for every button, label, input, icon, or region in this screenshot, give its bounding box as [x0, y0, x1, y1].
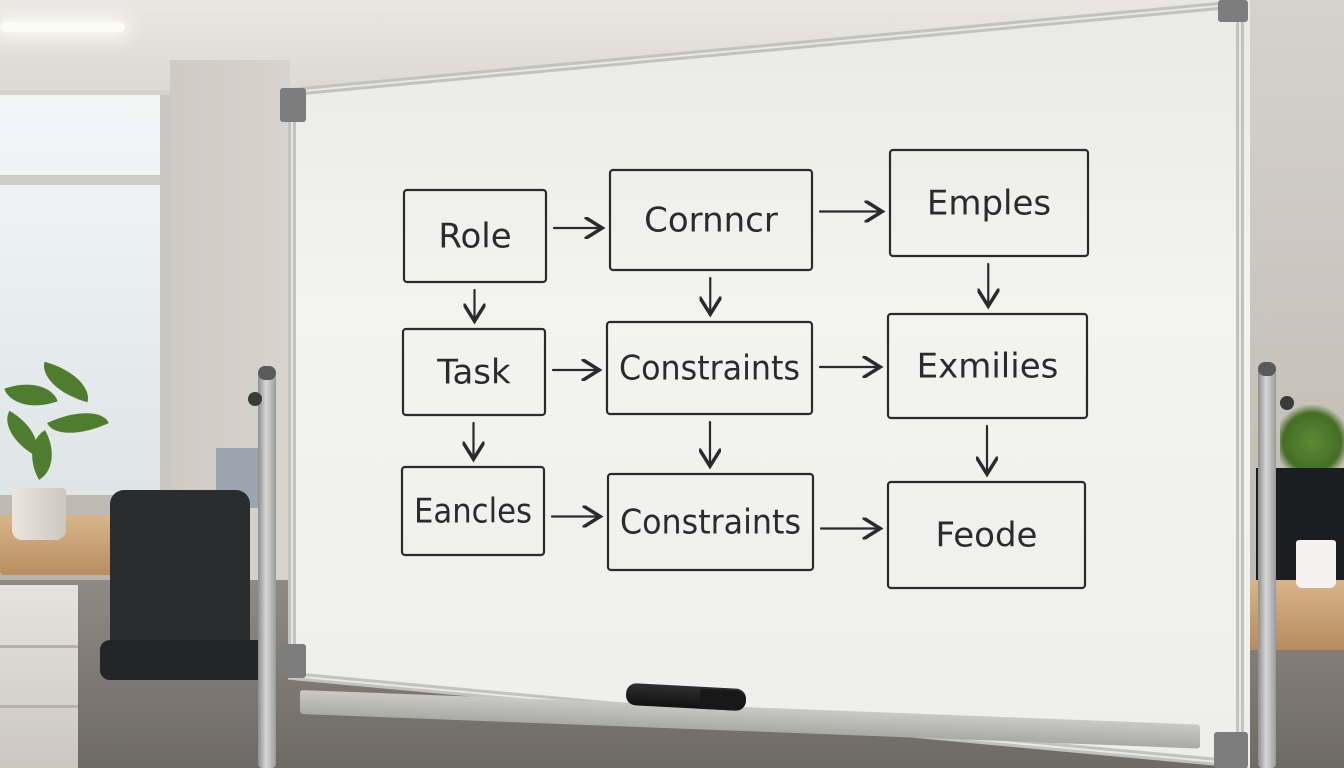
- diagram-box-label: Constraints: [619, 349, 800, 389]
- diagram-box-label: Constraints: [620, 503, 801, 543]
- plant: [1280, 400, 1344, 470]
- diagram-box-label: Role: [438, 217, 511, 257]
- ceiling-light: [0, 22, 125, 32]
- diagram-box-label: Exmilies: [917, 347, 1059, 387]
- diagram-box-label: Eancles: [414, 492, 532, 532]
- filing-cabinet: [0, 585, 78, 768]
- diagram-box-label: Emples: [927, 184, 1051, 224]
- diagram-box-outline: [400, 465, 546, 557]
- diagram-box-outline: [888, 148, 1090, 258]
- diagram-box-eancles: Eancles: [400, 465, 546, 557]
- stand-post-cap: [258, 366, 276, 380]
- diagram-box-constraints-1: Constraints: [605, 320, 814, 416]
- arrow-layer: [474, 212, 989, 529]
- diagram-box-task: Task: [401, 327, 547, 417]
- cabinet-drawer-line: [0, 645, 78, 648]
- stand-knob: [1280, 396, 1294, 410]
- diagram-box-label: Cornncr: [644, 201, 778, 241]
- diagram-box-outline: [886, 480, 1087, 590]
- diagram-box-outline: [605, 320, 814, 416]
- cabinet-drawer-line: [0, 705, 78, 708]
- diagram-box-role: Role: [402, 188, 548, 284]
- plant-pot: [12, 488, 66, 540]
- diagram-box-constraints-2: Constraints: [606, 472, 815, 572]
- diagram-box-cornncr: Cornncr: [608, 168, 814, 272]
- stand-knob: [248, 392, 262, 406]
- stand-post-left: [258, 372, 276, 768]
- diagram-box-emples: Emples: [888, 148, 1090, 258]
- stand-post-cap: [1258, 362, 1276, 376]
- diagram-box-exmilies: Exmilies: [886, 312, 1089, 420]
- diagram-box-outline: [608, 168, 814, 272]
- diagram-box-outline: [401, 327, 547, 417]
- window-frame: [0, 175, 160, 185]
- diagram-box-label: Task: [436, 353, 511, 393]
- stand-post-right: [1258, 368, 1276, 768]
- diagram-box-outline: [402, 188, 548, 284]
- diagram-box-outline: [886, 312, 1089, 420]
- diagram-box-feode: Feode: [886, 480, 1087, 590]
- coffee-cup: [1296, 540, 1336, 588]
- diagram-box-label: Feode: [936, 516, 1038, 556]
- office-chair-seat: [100, 640, 270, 680]
- diagram-box-outline: [606, 472, 815, 572]
